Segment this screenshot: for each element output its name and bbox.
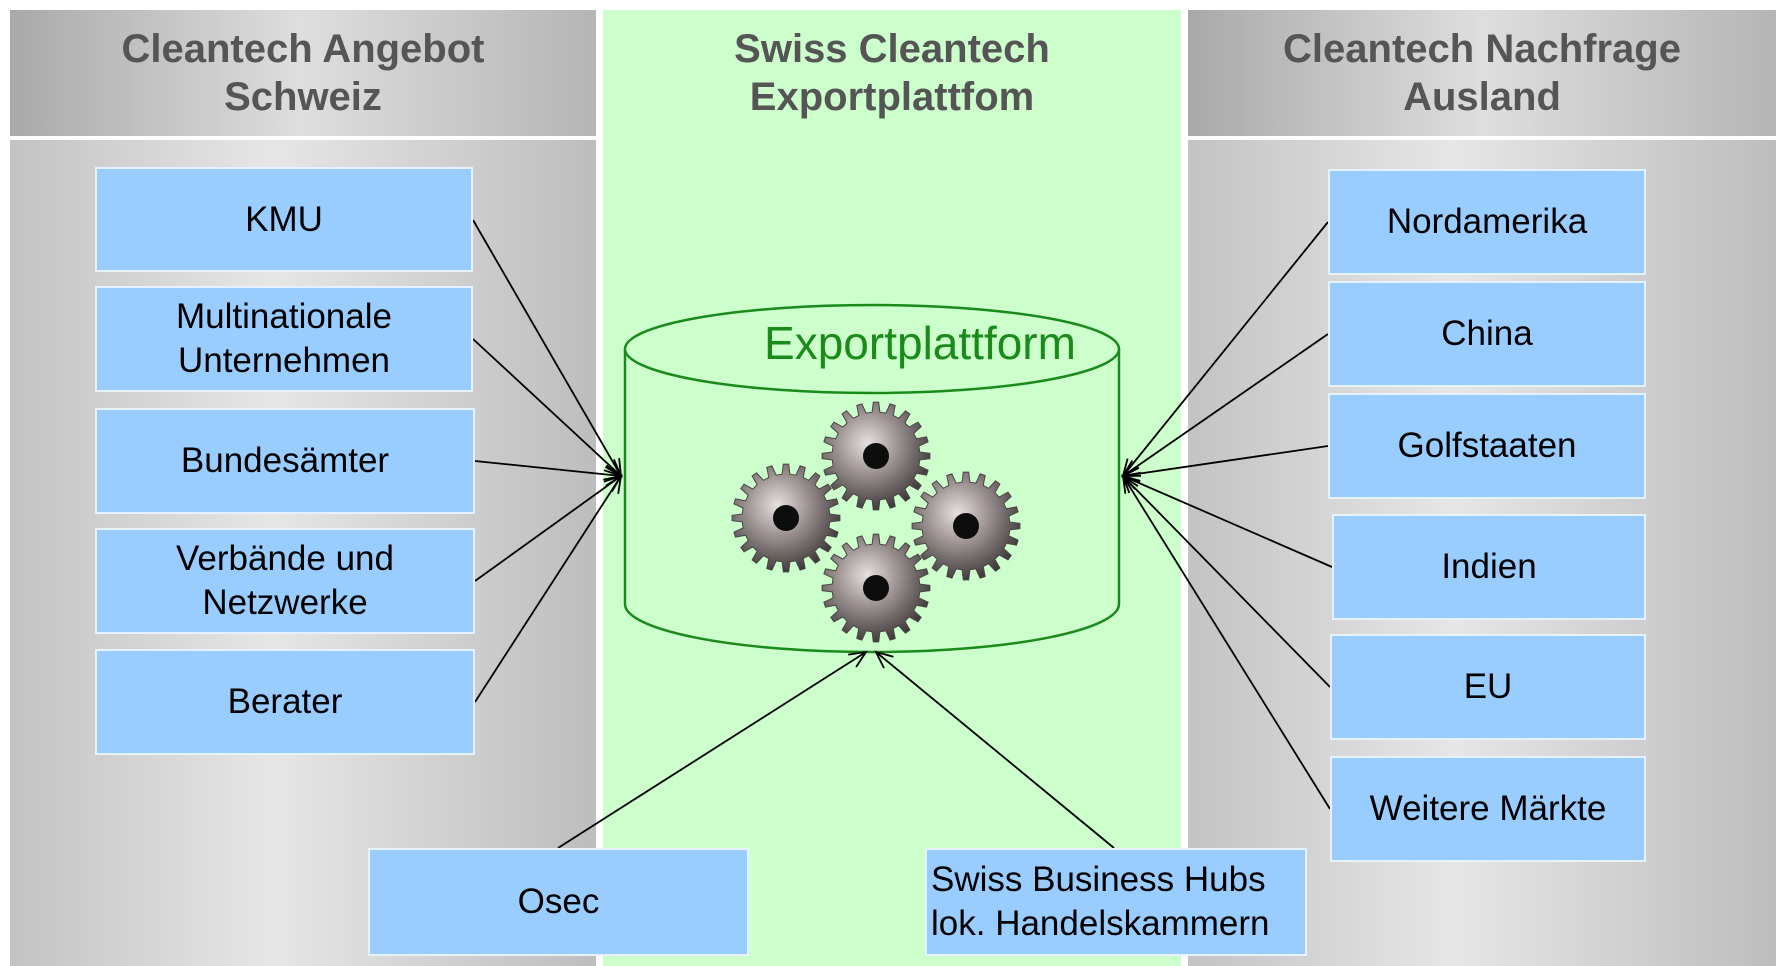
supply-box-berater: Berater [95, 649, 475, 755]
header-left: Cleantech Angebot Schweiz [10, 10, 596, 136]
demand-label-weitere: Weitere Märkte [1369, 789, 1607, 828]
demand-label-china: China [1441, 314, 1533, 353]
arrow-head [1121, 474, 1139, 494]
header-right: Cleantech Nachfrage Ausland [1188, 10, 1776, 136]
demand-box-eu: EU [1330, 634, 1646, 740]
supply-box-verbaende: Verbände und Netzwerke [95, 528, 475, 634]
demand-label-golfstaaten: Golfstaaten [1397, 426, 1577, 465]
supply-label-bundesaemter: Bundesämter [180, 441, 390, 480]
arrow-head [874, 650, 894, 669]
connector-line [557, 651, 867, 849]
supply-label-verbaende: Verbände und Netzwerke [176, 539, 394, 622]
connector-lines [472, 219, 1333, 849]
connector-line [474, 475, 622, 703]
connector-line [474, 460, 622, 477]
arrow-head [848, 650, 868, 668]
connector-line [875, 651, 1115, 849]
supply-label-kmu: KMU [245, 199, 323, 239]
arrow-head [605, 474, 623, 494]
demand-label-eu: EU [1463, 667, 1513, 706]
support-box-osec: Osec [368, 848, 749, 956]
demand-label-indien: Indien [1441, 547, 1537, 586]
supply-box-multinationale: Multinationale Unternehmen [95, 286, 473, 392]
demand-box-nordamerika: Nordamerika [1328, 169, 1646, 275]
gear-shape [731, 463, 841, 573]
header-left-title: Cleantech Angebot Schweiz [121, 27, 485, 119]
support-label-hubs: Swiss Business Hubs lok. Handelskammern [931, 860, 1270, 943]
supply-label-multinationale: Multinationale Unternehmen [176, 297, 392, 380]
gear-shape [821, 533, 931, 643]
platform-cylinder [623, 303, 1121, 654]
demand-box-golfstaaten: Golfstaaten [1328, 393, 1646, 499]
gears-icon [731, 401, 1021, 643]
header-right-title: Cleantech Nachfrage Ausland [1283, 27, 1681, 119]
gear-shape [911, 471, 1021, 581]
platform-label: Exportplattform [764, 317, 1076, 369]
demand-box-indien: Indien [1332, 514, 1646, 620]
demand-box-weitere: Weitere Märkte [1330, 756, 1646, 862]
connector-line [1122, 221, 1329, 477]
connector-line [1122, 333, 1329, 477]
connector-line [1122, 445, 1329, 477]
connector-line [1122, 475, 1331, 810]
gear-shape [821, 401, 931, 511]
support-box-hubs: Swiss Business Hubs lok. Handelskammern [925, 848, 1307, 956]
supply-label-berater: Berater [227, 682, 343, 721]
header-center: Swiss Cleantech Exportplattfom [603, 10, 1181, 136]
header-center-title: Swiss Cleantech Exportplattfom [734, 27, 1050, 119]
connector-line [1122, 475, 1333, 568]
supply-box-kmu: KMU [95, 167, 473, 272]
connector-line [474, 475, 622, 582]
connector-line [472, 338, 622, 477]
supply-box-bundesaemter: Bundesämter [95, 408, 475, 514]
connector-line [1122, 475, 1331, 688]
connector-line [472, 219, 622, 477]
support-label-osec: Osec [517, 882, 600, 921]
demand-label-nordamerika: Nordamerika [1386, 202, 1588, 241]
demand-box-china: China [1328, 281, 1646, 387]
